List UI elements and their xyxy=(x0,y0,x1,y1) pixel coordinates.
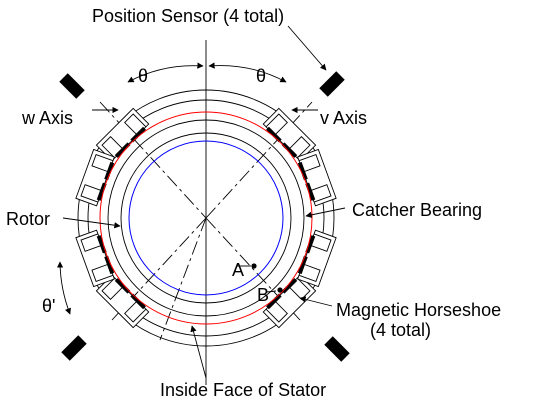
stator-outer-arc xyxy=(77,89,335,347)
rotor-circle xyxy=(128,140,284,296)
position-sensor-leader xyxy=(287,25,327,71)
theta-prime-dimension-arc xyxy=(56,261,71,315)
diagonal-centerline-se xyxy=(205,217,301,321)
catcher-bearing xyxy=(107,119,305,317)
position-sensors xyxy=(59,71,350,362)
point-a-label: A xyxy=(232,260,244,280)
point-b-dot xyxy=(277,287,283,293)
point-b-label: B xyxy=(257,285,269,305)
rotor-leader xyxy=(62,217,121,229)
rotor-label: Rotor xyxy=(6,209,50,229)
w-axis-label: w Axis xyxy=(21,108,73,128)
theta-left-dimension-arc xyxy=(127,62,204,83)
stator-leader xyxy=(190,325,207,379)
sensor-offset-line xyxy=(159,217,207,341)
pole-w-lower xyxy=(73,228,117,289)
centerlines xyxy=(99,40,313,385)
catcher-bearing-label: Catcher Bearing xyxy=(352,200,482,220)
position-sensor-se xyxy=(324,336,350,362)
theta-left-label: θ xyxy=(138,66,148,86)
theta-right-label: θ xyxy=(256,66,266,86)
magnetic-horseshoe-count-label: (4 total) xyxy=(370,320,431,340)
pole-v-upper xyxy=(295,147,339,208)
theta-prime-label: θ' xyxy=(42,296,55,316)
inside-face-of-stator-label: Inside Face of Stator xyxy=(160,380,326,400)
position-sensor-nw xyxy=(59,73,85,99)
v-axis-label: v Axis xyxy=(320,108,367,128)
stator-inside-face xyxy=(99,111,313,325)
stator-mid-arc xyxy=(87,99,325,337)
magnetic-horseshoe-label: Magnetic Horseshoe xyxy=(336,300,501,320)
theta-right-dimension-arc xyxy=(208,62,287,83)
leader-lines xyxy=(62,25,346,379)
catcher-bearing-inner xyxy=(120,132,292,304)
v-axis-line xyxy=(205,101,313,219)
horseshoe-leader xyxy=(299,296,333,307)
pole-v-lower xyxy=(295,228,339,289)
point-b-leader xyxy=(266,290,277,293)
point-a-dot xyxy=(251,263,257,269)
catcher-bearing-leader xyxy=(305,207,346,218)
position-sensor-ne xyxy=(319,71,345,97)
position-sensor-sw xyxy=(61,335,87,361)
pole-w-upper xyxy=(73,147,117,208)
position-sensor-label: Position Sensor (4 total) xyxy=(92,6,284,26)
w-axis-line xyxy=(99,101,207,219)
diagonal-centerline-sw xyxy=(111,217,207,321)
